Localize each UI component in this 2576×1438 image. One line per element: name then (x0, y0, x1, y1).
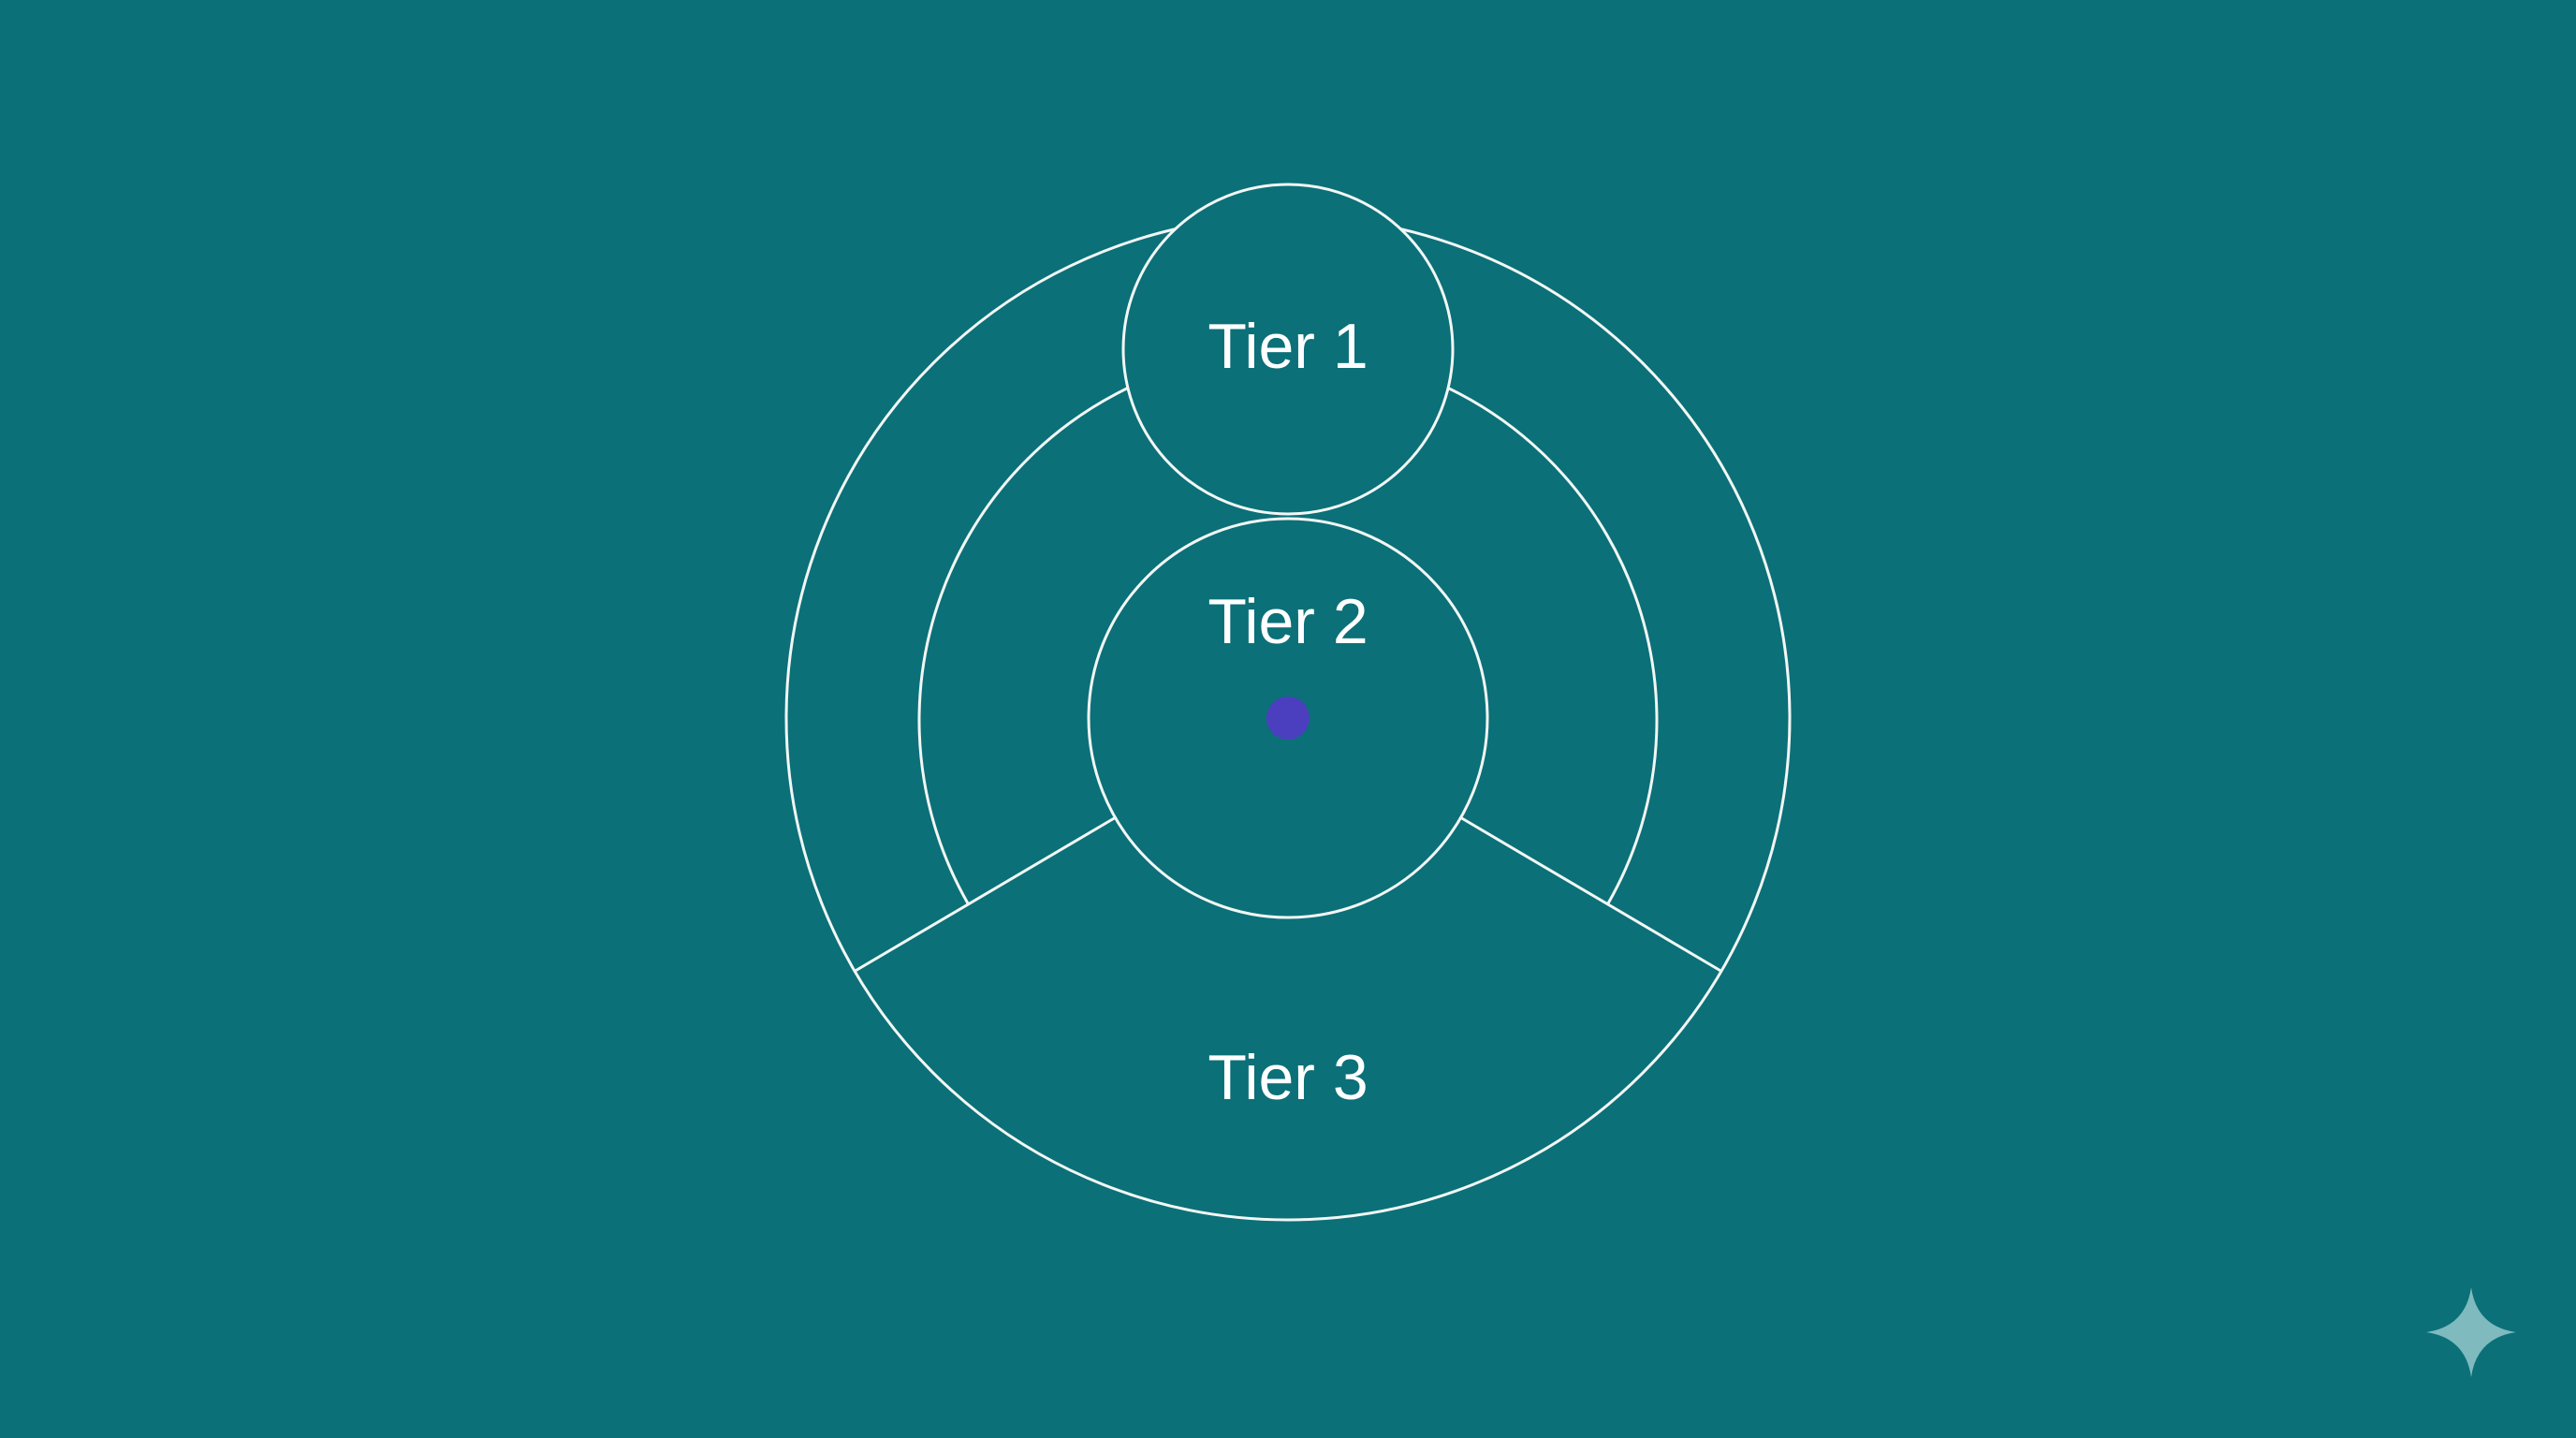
tier-2-label: Tier 2 (1208, 586, 1368, 657)
tier-1-label: Tier 1 (1208, 311, 1368, 382)
sparkle-icon (2426, 1287, 2516, 1377)
divider-left (853, 815, 1117, 974)
tier-1-circle (1121, 183, 1455, 516)
tier-3-label: Tier 3 (1208, 1042, 1368, 1113)
divider-right (1459, 815, 1723, 974)
center-dot (1266, 697, 1310, 740)
